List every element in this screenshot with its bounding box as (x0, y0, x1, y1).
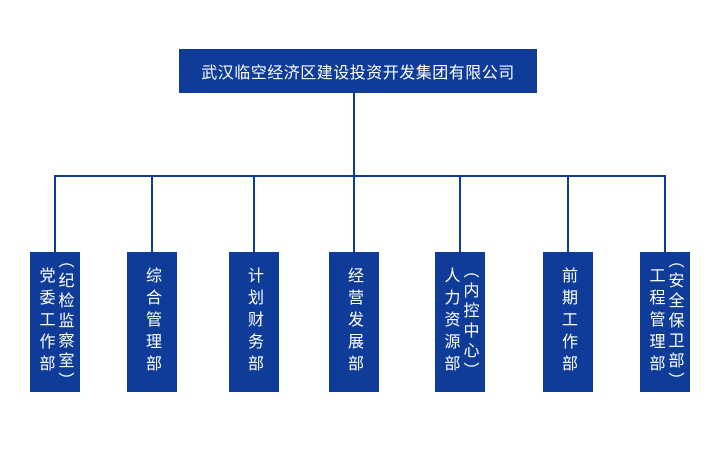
connector-drop (664, 175, 666, 252)
department-name: 综合管理部 (143, 267, 162, 377)
connector-drop (459, 175, 461, 252)
connector-drop (253, 175, 255, 252)
connector-drop (151, 175, 153, 252)
connector-drop (54, 175, 56, 252)
department-name: 经营发展部 (345, 267, 364, 377)
department-name: 工程管理部 (646, 267, 666, 377)
department-annotation: （纪检监察室） (55, 252, 75, 392)
department-name: 党委工作部 (36, 267, 56, 377)
department-node: 人力资源部 （内控中心） (435, 252, 485, 392)
department-node: 计划财务部 (229, 252, 279, 392)
department-annotation: （安全保卫部） (665, 252, 685, 392)
connector-horizontal (55, 175, 666, 177)
department-node: 党委工作部 （纪检监察室） (30, 252, 80, 392)
department-node: 工程管理部 （安全保卫部） (640, 252, 690, 392)
department-name: 计划财务部 (245, 267, 264, 377)
connector-drop (567, 175, 569, 252)
root-node: 武汉临空经济区建设投资开发集团有限公司 (179, 49, 537, 93)
department-name: 前期工作部 (559, 267, 578, 377)
connector-drop (353, 175, 355, 252)
department-node: 前期工作部 (543, 252, 593, 392)
department-node: 经营发展部 (329, 252, 379, 392)
department-annotation: （内控中心） (460, 262, 480, 382)
department-node: 综合管理部 (127, 252, 177, 392)
department-name: 人力资源部 (441, 267, 461, 377)
connector-root-stem (353, 93, 355, 175)
root-node-label: 武汉临空经济区建设投资开发集团有限公司 (201, 63, 515, 82)
